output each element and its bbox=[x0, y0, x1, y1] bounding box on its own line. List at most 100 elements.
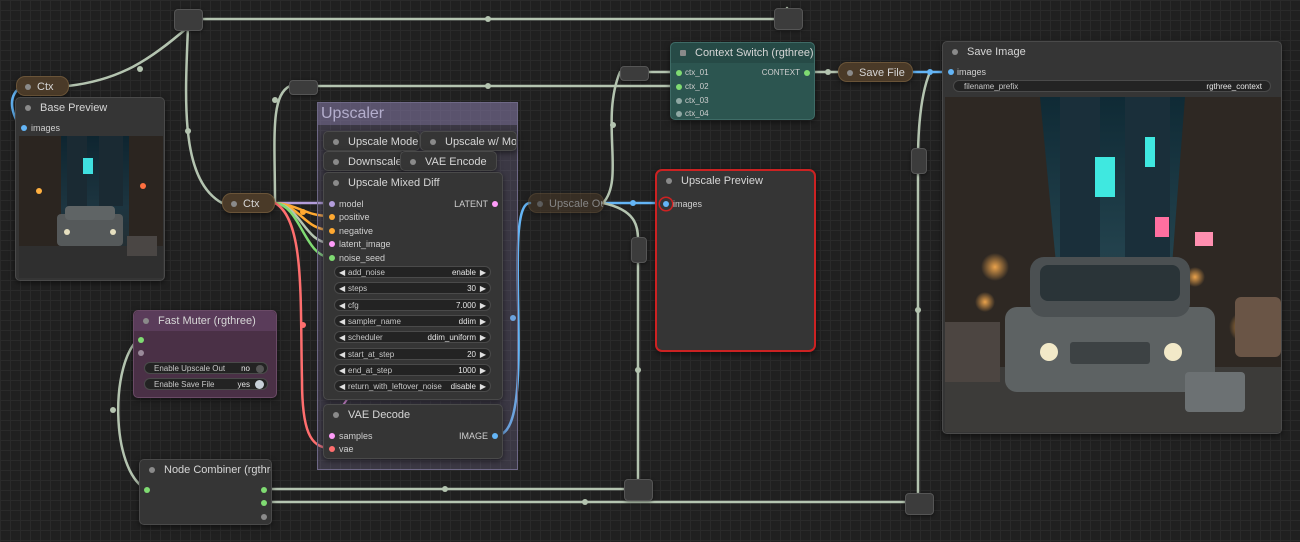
reroute-node[interactable] bbox=[774, 8, 803, 30]
upscale-preview-node[interactable]: Upscale Preview images bbox=[655, 169, 816, 352]
output-pin[interactable] bbox=[492, 433, 498, 439]
context-switch-node[interactable]: Context Switch (rgthree) ctx_01 ctx_02 c… bbox=[670, 42, 815, 120]
input-pin[interactable] bbox=[21, 125, 27, 131]
arrow-left-icon[interactable]: ◀ bbox=[339, 268, 346, 277]
arrow-left-icon[interactable]: ◀ bbox=[339, 301, 346, 310]
vae-encode-node[interactable]: VAE Encode bbox=[400, 151, 497, 171]
arrow-right-icon[interactable]: ▶ bbox=[479, 268, 486, 277]
reroute-node[interactable] bbox=[174, 9, 203, 31]
collapse-dot-icon[interactable] bbox=[25, 84, 31, 90]
upscale-model-node[interactable]: Upscale Model bbox=[323, 131, 420, 151]
toggle-enable-upscale-out[interactable]: Enable Upscale Out no bbox=[144, 362, 268, 374]
save-file-node[interactable]: Save File bbox=[838, 62, 913, 82]
reroute-node[interactable] bbox=[631, 237, 647, 263]
upscale-mixed-diff-node[interactable]: Upscale Mixed Diff model positive negati… bbox=[323, 172, 503, 400]
downscale-node[interactable]: Downscale bbox=[323, 151, 405, 171]
collapse-dot-icon[interactable] bbox=[847, 70, 853, 76]
arrow-left-icon[interactable]: ◀ bbox=[339, 284, 346, 293]
collapse-dot-icon[interactable] bbox=[333, 159, 339, 165]
toggle-enable-save-file[interactable]: Enable Save File yes bbox=[144, 378, 268, 390]
save-image-node[interactable]: Save Image images filename_prefix rgthre… bbox=[942, 41, 1282, 434]
arrow-right-icon[interactable]: ▶ bbox=[479, 301, 486, 310]
input-pin[interactable] bbox=[329, 433, 335, 439]
widget-value: disable bbox=[450, 381, 476, 391]
input-pin[interactable] bbox=[329, 255, 335, 261]
arrow-left-icon[interactable]: ◀ bbox=[339, 317, 346, 326]
output-pin[interactable] bbox=[261, 487, 267, 493]
collapse-dot-icon[interactable] bbox=[333, 180, 339, 186]
filename-prefix-field[interactable]: filename_prefix rgthree_context bbox=[953, 80, 1271, 92]
node-combiner-node[interactable]: Node Combiner (rgthree) bbox=[139, 459, 272, 525]
arrow-left-icon[interactable]: ◀ bbox=[339, 350, 346, 359]
toggle-off-icon[interactable] bbox=[256, 365, 264, 373]
collapse-dot-icon[interactable] bbox=[149, 467, 155, 473]
arrow-right-icon[interactable]: ▶ bbox=[479, 366, 486, 375]
collapse-dot-icon[interactable] bbox=[680, 50, 686, 56]
collapse-dot-icon[interactable] bbox=[666, 178, 672, 184]
input-pin[interactable] bbox=[948, 69, 954, 75]
reroute-node[interactable] bbox=[289, 80, 318, 95]
input-pin[interactable] bbox=[676, 98, 682, 104]
collapse-dot-icon[interactable] bbox=[537, 201, 543, 207]
arrow-right-icon[interactable]: ▶ bbox=[479, 350, 486, 359]
output-label: IMAGE bbox=[458, 431, 488, 441]
arrow-right-icon[interactable]: ▶ bbox=[479, 317, 486, 326]
upscale-out-node[interactable]: Upscale Out bbox=[528, 193, 604, 213]
input-pin[interactable] bbox=[329, 241, 335, 247]
upscale-with-model-node[interactable]: Upscale w/ Model bbox=[420, 131, 517, 151]
input-pin[interactable] bbox=[676, 70, 682, 76]
output-pin[interactable] bbox=[804, 70, 810, 76]
collapse-dot-icon[interactable] bbox=[952, 49, 958, 55]
vae-decode-node[interactable]: VAE Decode samples vae IMAGE bbox=[323, 404, 503, 459]
collapse-dot-icon[interactable] bbox=[410, 159, 416, 165]
collapse-dot-icon[interactable] bbox=[430, 139, 436, 145]
widget-label: start_at_step bbox=[348, 350, 395, 359]
arrow-left-icon[interactable]: ◀ bbox=[339, 333, 346, 342]
input-pin[interactable] bbox=[329, 228, 335, 234]
input-pin[interactable] bbox=[138, 337, 144, 343]
base-preview-node[interactable]: Base Preview images bbox=[15, 97, 165, 281]
input-pin[interactable] bbox=[329, 201, 335, 207]
ctx-node[interactable]: Ctx bbox=[222, 193, 275, 213]
collapse-dot-icon[interactable] bbox=[333, 412, 339, 418]
reroute-node[interactable] bbox=[624, 479, 653, 501]
output-pin[interactable] bbox=[261, 500, 267, 506]
reroute-node[interactable] bbox=[905, 493, 934, 515]
arrow-right-icon[interactable]: ▶ bbox=[479, 333, 486, 342]
input-pin[interactable] bbox=[663, 201, 669, 207]
input-pin[interactable] bbox=[144, 487, 150, 493]
output-pin[interactable] bbox=[492, 201, 498, 207]
arrow-left-icon[interactable]: ◀ bbox=[339, 382, 346, 391]
reroute-node[interactable] bbox=[911, 148, 927, 174]
arrow-right-icon[interactable]: ▶ bbox=[479, 382, 486, 391]
input-label: ctx_01 bbox=[685, 68, 709, 77]
collapse-dot-icon[interactable] bbox=[333, 139, 339, 145]
collapse-dot-icon[interactable] bbox=[231, 201, 237, 207]
toggle-on-icon[interactable] bbox=[255, 380, 264, 389]
widget-value: 7.000 bbox=[455, 301, 476, 310]
input-pin[interactable] bbox=[329, 446, 335, 452]
arrow-left-icon[interactable]: ◀ bbox=[339, 366, 346, 375]
collapse-dot-icon[interactable] bbox=[143, 318, 149, 324]
output-pin[interactable] bbox=[261, 514, 267, 520]
collapse-dot-icon[interactable] bbox=[25, 105, 31, 111]
node-title: Downscale bbox=[348, 156, 402, 168]
arrow-right-icon[interactable]: ▶ bbox=[479, 284, 486, 293]
fast-muter-node[interactable]: Fast Muter (rgthree) Enable Upscale Out … bbox=[133, 310, 277, 398]
reroute-node[interactable] bbox=[620, 66, 649, 81]
node-title: Save File bbox=[859, 67, 905, 79]
input-pin[interactable] bbox=[329, 214, 335, 220]
input-pin[interactable] bbox=[676, 84, 682, 90]
input-pin[interactable] bbox=[138, 350, 144, 356]
ctx-node[interactable]: Ctx bbox=[16, 76, 69, 96]
input-pin[interactable] bbox=[676, 111, 682, 117]
